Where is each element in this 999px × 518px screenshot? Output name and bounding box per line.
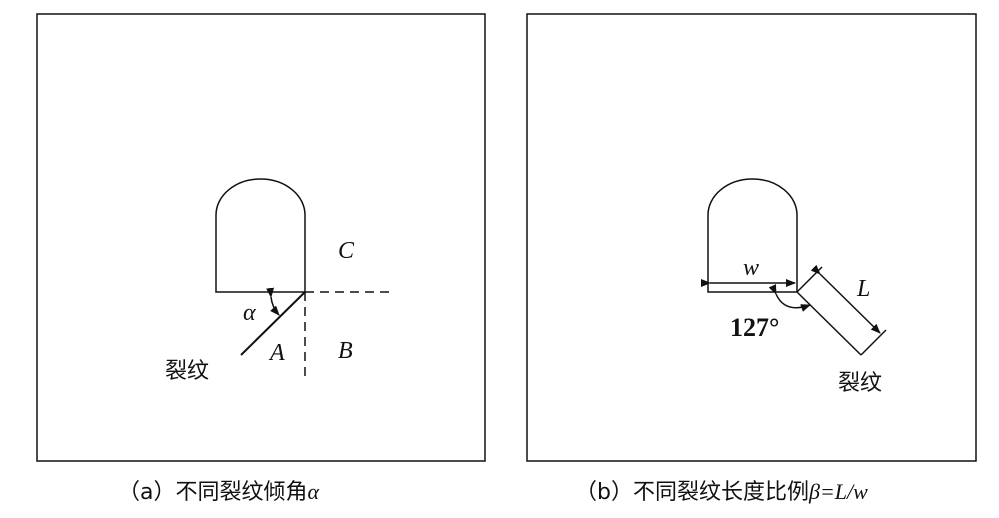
- crack-label-a: 裂纹: [165, 359, 209, 384]
- angle-arc-arrow: [768, 284, 811, 312]
- panel-a: [36, 13, 486, 462]
- region-c-label: C: [338, 238, 355, 264]
- caption-b-text: （b）不同裂纹长度比例: [575, 480, 809, 505]
- region-b-label: B: [338, 338, 353, 364]
- crack-end-top: [796, 266, 823, 293]
- length-dimension-arrow: [810, 264, 881, 334]
- alpha-angle-arrow: [266, 287, 280, 316]
- region-a-label: A: [268, 340, 285, 366]
- caption-a: （a）不同裂纹倾角α: [118, 474, 319, 506]
- panel-a-frame: [36, 13, 486, 462]
- crack-line: [796, 291, 862, 356]
- tunnel-outline: [215, 178, 306, 293]
- alpha-label: α: [243, 300, 256, 326]
- caption-b-symbol: β=L/w: [808, 479, 868, 504]
- tunnel-outline: [707, 178, 798, 293]
- caption-a-symbol: α: [307, 479, 320, 504]
- crack-label-b: 裂纹: [838, 371, 882, 396]
- angle-label: 127°: [730, 313, 779, 342]
- crack-line: [240, 291, 306, 356]
- caption-b: （b）不同裂纹长度比例β=L/w: [575, 474, 868, 506]
- panel-b: [526, 13, 977, 462]
- caption-a-text: （a）不同裂纹倾角: [118, 480, 308, 505]
- width-label: w: [743, 255, 759, 281]
- panel-b-frame: [526, 13, 977, 462]
- crack-end-bottom: [860, 329, 887, 356]
- length-label: L: [856, 276, 870, 302]
